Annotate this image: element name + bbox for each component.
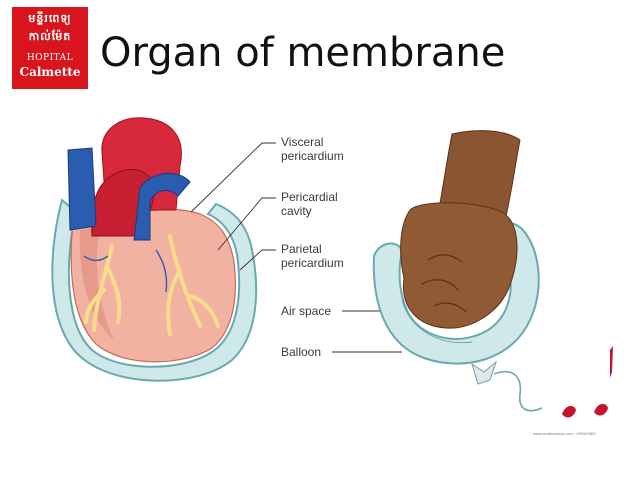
label-air-space: Air space: [281, 304, 332, 318]
label-parietal: Parietal pericardium: [281, 242, 344, 270]
coronary-vessels-left: [84, 244, 122, 332]
heart-ventricle-shade: [79, 226, 114, 340]
coronary-veins: [83, 249, 168, 293]
label-parietal-line-2: pericardium: [281, 256, 344, 270]
coronary-vessels-right: [166, 234, 220, 336]
leader-parietal: [239, 249, 276, 271]
logo-khmer-line-1: មន្ទីរពេទ្យ: [28, 12, 72, 25]
fist: [400, 202, 518, 329]
fist-knuckles: [421, 254, 467, 313]
label-balloon: Balloon: [281, 345, 322, 359]
logo-hopital-text: HOPITAL: [26, 53, 74, 63]
leader-visceral: [190, 142, 276, 213]
label-pericardial-cavity: Pericardial cavity: [281, 190, 338, 218]
label-parietal-line-1: Parietal: [281, 242, 322, 256]
image-credit: www.shutterstock.com · 295329897: [533, 431, 597, 436]
fist-balloon-illustration: [372, 130, 613, 418]
leader-cavity: [217, 197, 276, 251]
hospital-logo: មន្ទីរពេទ្យ កាល់ម៉ែត HOPITAL Calmette: [12, 7, 88, 89]
forearm: [435, 130, 521, 225]
heart-illustration: [51, 117, 258, 382]
leader-lines: [190, 142, 402, 353]
balloon-knot: [471, 360, 498, 385]
label-visceral-line-1: Visceral: [281, 135, 324, 149]
logo-calmette-text: Calmette: [19, 65, 81, 79]
label-visceral-line-2: pericardium: [281, 149, 344, 163]
pulmonary-vein: [133, 172, 191, 241]
superior-vena-cava: [67, 147, 97, 231]
balloon-string: [493, 370, 543, 412]
label-cavity-line-2: cavity: [281, 204, 312, 218]
balloon-front: [401, 299, 473, 344]
slide-title: Organ of membrane: [100, 30, 506, 76]
red-drop-right: [594, 403, 608, 416]
red-drop-left: [562, 405, 576, 418]
logo-khmer-line-2: កាល់ម៉ែត: [28, 30, 72, 43]
red-accent-edge: [610, 346, 613, 378]
label-cavity-line-1: Pericardial: [281, 190, 338, 204]
label-visceral: Visceral pericardium: [281, 135, 344, 163]
